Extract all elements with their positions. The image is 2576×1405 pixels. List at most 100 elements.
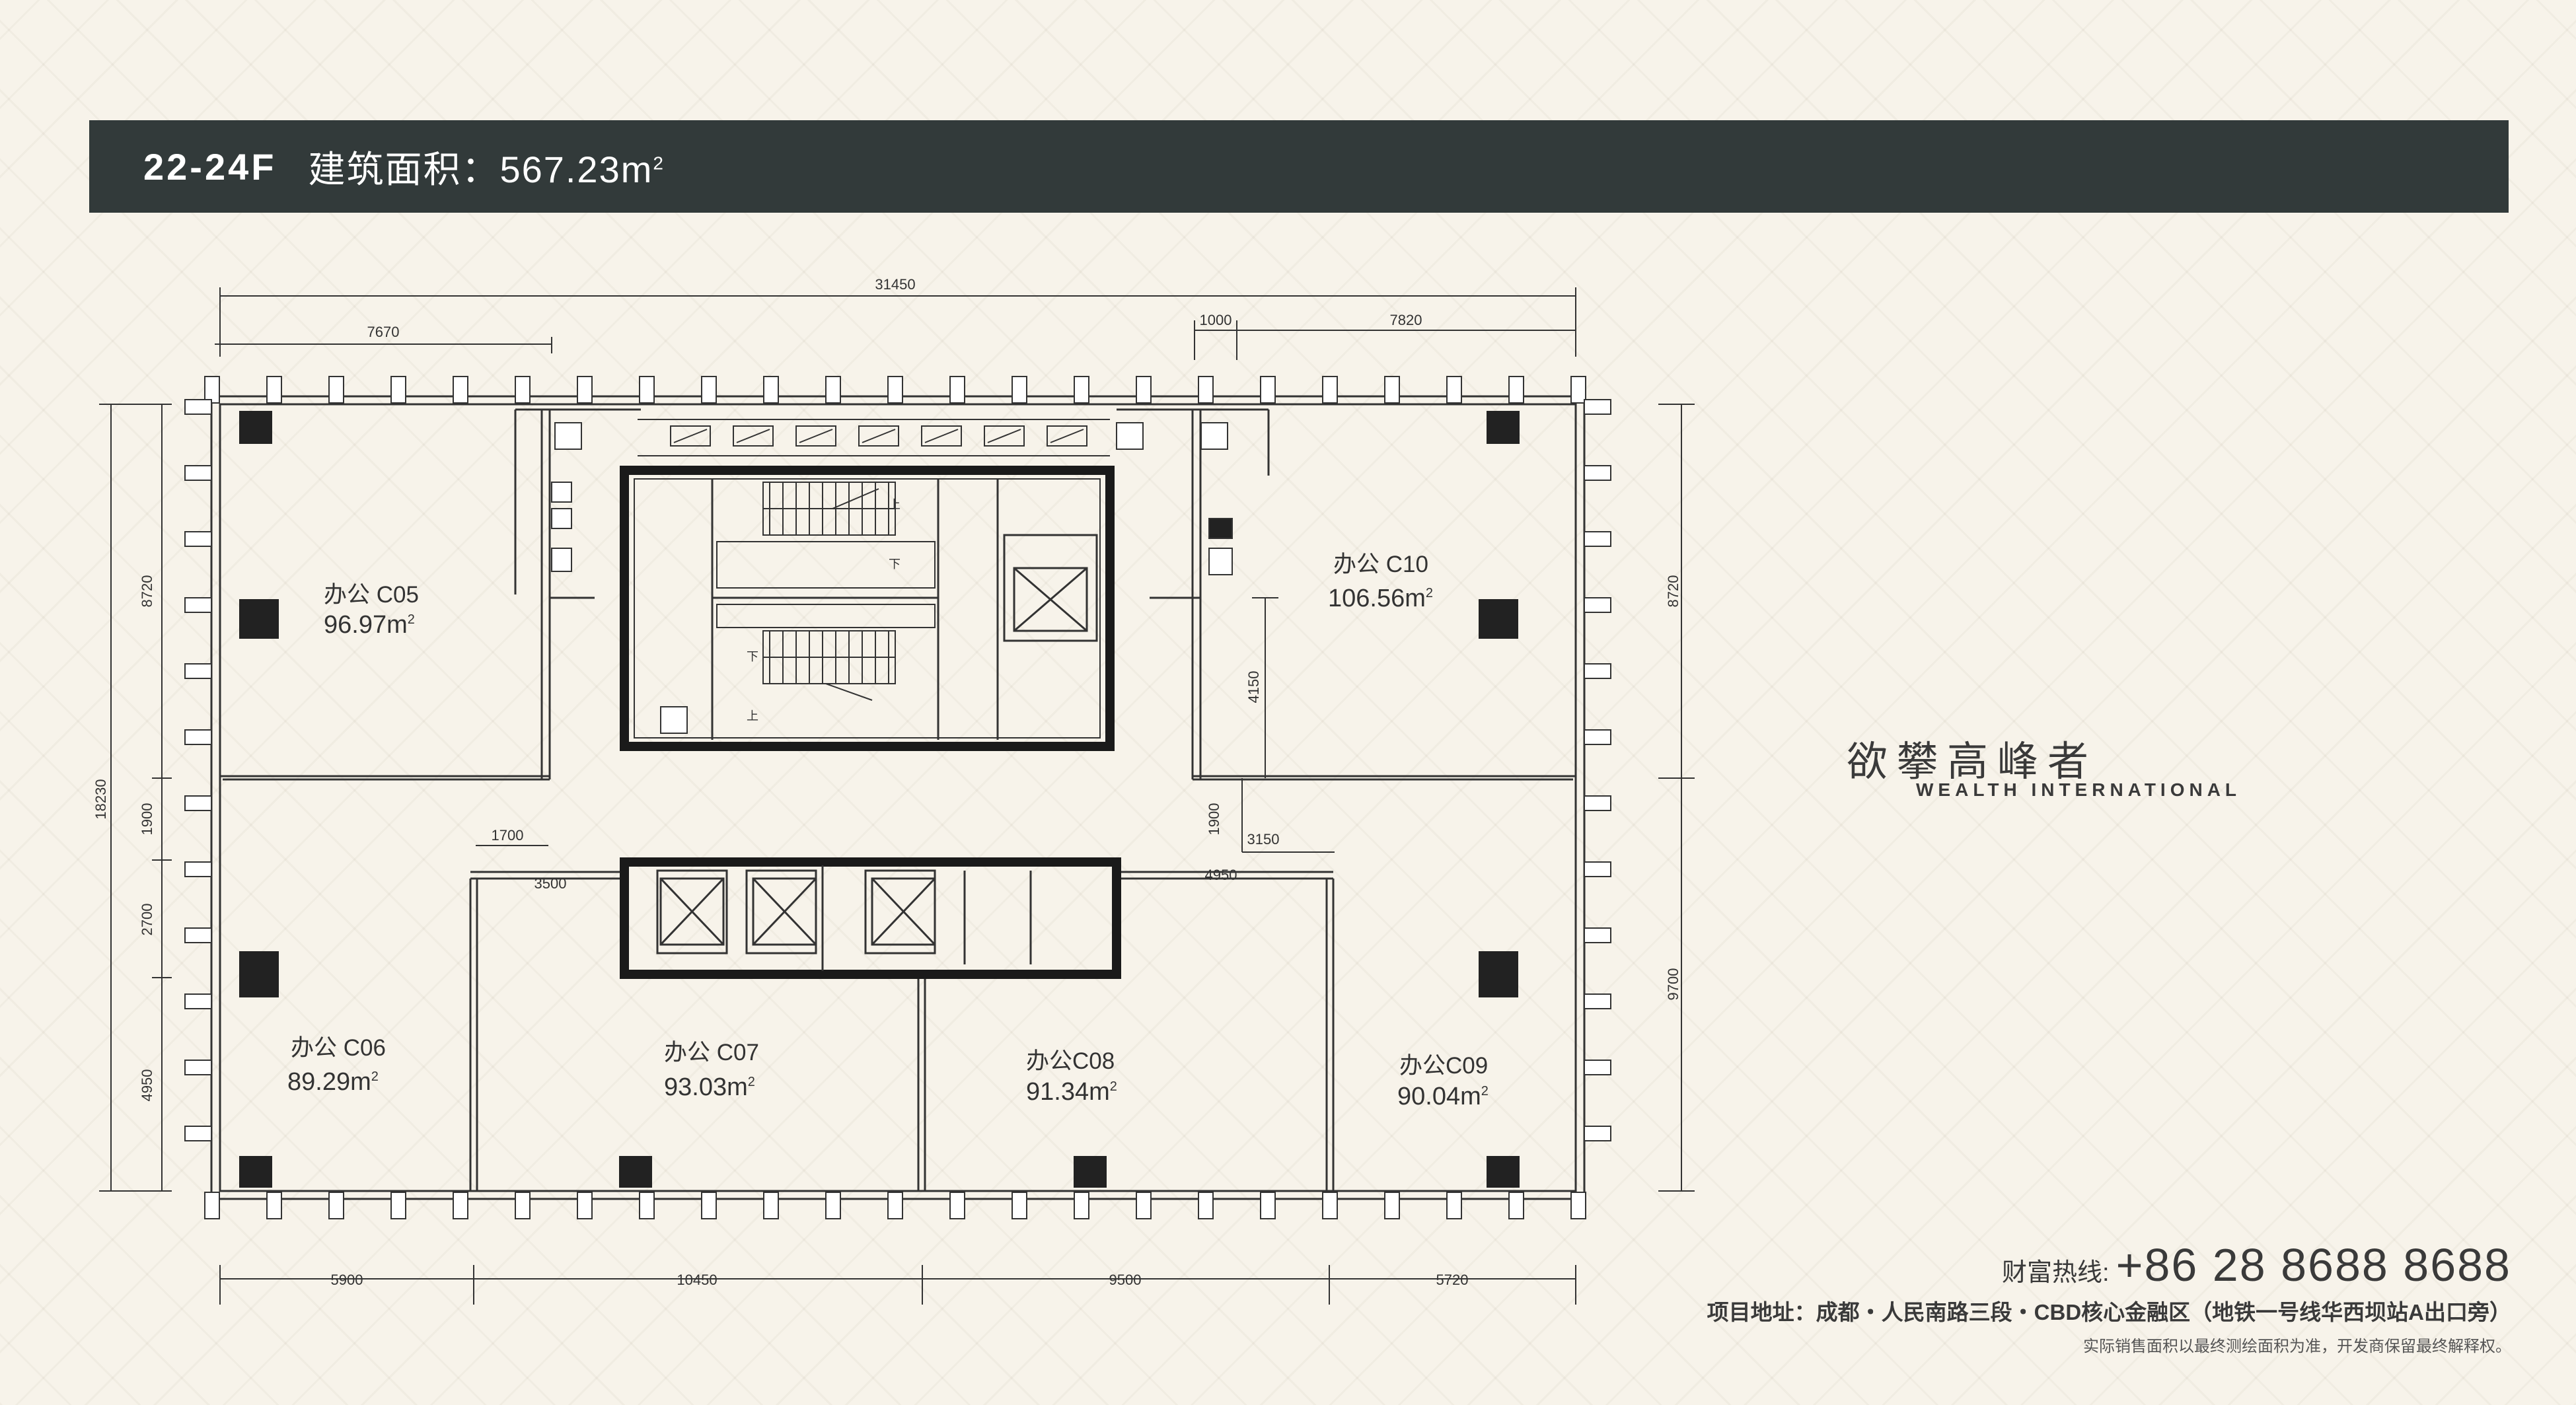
mullion bbox=[453, 376, 468, 404]
dim-inner-4950: 4950 bbox=[1205, 867, 1237, 883]
dim-bottom-4: 5720 bbox=[1436, 1272, 1469, 1288]
core: 上 下 下 上 bbox=[551, 419, 1233, 979]
mullion bbox=[1446, 1192, 1462, 1219]
partitions bbox=[220, 408, 1576, 1191]
mullion bbox=[390, 376, 406, 404]
dim-inner-1900: 1900 bbox=[1206, 803, 1222, 836]
mullion bbox=[184, 663, 212, 679]
room-c10-name: 办公 C10 bbox=[1333, 552, 1428, 577]
mullion bbox=[1584, 399, 1611, 415]
outer-walls bbox=[210, 395, 1586, 1200]
mullion bbox=[701, 1192, 717, 1219]
mullion bbox=[184, 993, 212, 1009]
dim-right-upper: 8720 bbox=[1665, 575, 1681, 608]
dim-inner-4150: 4150 bbox=[1245, 671, 1262, 703]
mullion bbox=[453, 1192, 468, 1219]
dim-left-mid-a: 1900 bbox=[139, 803, 155, 836]
floor-label: 22-24F bbox=[143, 145, 277, 188]
room-c05-area: 96.97m2 bbox=[324, 611, 415, 639]
project-address: 项目地址：成都・人民南路三段・CBD核心金融区（地铁一号线华西坝站A出口旁） bbox=[1707, 1300, 2511, 1324]
mullion bbox=[1584, 729, 1611, 745]
room-c06-name: 办公 C06 bbox=[291, 1035, 386, 1061]
mullion bbox=[1012, 376, 1027, 404]
mullion bbox=[1074, 1192, 1089, 1219]
dim-bottom-2: 10450 bbox=[677, 1272, 717, 1288]
mullion bbox=[1584, 927, 1611, 943]
mullion bbox=[1584, 1126, 1611, 1141]
dim-top-total: 31450 bbox=[875, 276, 915, 293]
mullion bbox=[184, 465, 212, 481]
mullion bbox=[763, 376, 779, 404]
stair-up-label-2: 上 bbox=[747, 709, 758, 723]
mullion bbox=[1446, 376, 1462, 404]
mullion bbox=[1570, 376, 1586, 404]
mullion bbox=[184, 597, 212, 613]
dimension-lines bbox=[99, 287, 1695, 1305]
passenger-elevators bbox=[656, 865, 1032, 971]
mullion bbox=[639, 376, 655, 404]
room-c06-area: 89.29m2 bbox=[287, 1068, 379, 1096]
mullion bbox=[1198, 376, 1214, 404]
mullion bbox=[1384, 1192, 1400, 1219]
dim-left-lower: 4950 bbox=[139, 1069, 155, 1102]
mullion bbox=[1508, 1192, 1524, 1219]
service-elevator bbox=[1003, 534, 1098, 642]
mullion bbox=[1260, 376, 1276, 404]
mullion bbox=[949, 376, 965, 404]
mullion bbox=[184, 729, 212, 745]
dim-inner-1700: 1700 bbox=[492, 827, 524, 844]
mullion bbox=[184, 927, 212, 943]
dim-top-left: 7670 bbox=[367, 324, 400, 340]
slogan-english: WEALTH INTERNATIONAL bbox=[1916, 779, 2242, 800]
mullion bbox=[204, 1192, 220, 1219]
mullion bbox=[1584, 663, 1611, 679]
area-unit-sup: 2 bbox=[653, 152, 665, 173]
mullion bbox=[1584, 597, 1611, 613]
dim-bottom-1: 5900 bbox=[331, 1272, 363, 1288]
mullion bbox=[266, 1192, 282, 1219]
slogan-chinese: 欲攀高峰者 bbox=[1847, 737, 2098, 785]
mullion bbox=[515, 1192, 531, 1219]
dim-left-mid-b: 2700 bbox=[139, 904, 155, 936]
mullion bbox=[1322, 376, 1338, 404]
mullion bbox=[887, 376, 903, 404]
mullion bbox=[390, 1192, 406, 1219]
mullion bbox=[577, 376, 593, 404]
stair-down-label-2: 下 bbox=[747, 650, 758, 663]
area-value: 567.23m bbox=[499, 148, 653, 190]
dim-right-lower: 9700 bbox=[1665, 968, 1681, 1001]
mullion bbox=[1136, 1192, 1152, 1219]
dim-top-right-b: 7820 bbox=[1390, 312, 1422, 328]
mullion bbox=[1584, 993, 1611, 1009]
mullion bbox=[1012, 1192, 1027, 1219]
mullion bbox=[825, 1192, 841, 1219]
room-c05-name: 办公 C05 bbox=[324, 582, 419, 608]
room-c07-name: 办公 C07 bbox=[664, 1040, 759, 1065]
dim-left-total: 18230 bbox=[92, 779, 109, 819]
dim-inner-3150: 3150 bbox=[1247, 831, 1280, 847]
mullion bbox=[887, 1192, 903, 1219]
mullion bbox=[515, 376, 531, 404]
mullion bbox=[763, 1192, 779, 1219]
stair-up-label: 上 bbox=[889, 498, 901, 511]
hotline: 财富热线: +86 28 8688 8688 bbox=[2002, 1239, 2511, 1291]
mullion bbox=[328, 1192, 344, 1219]
restroom-fixtures bbox=[551, 422, 1233, 734]
room-c07-area: 93.03m2 bbox=[664, 1073, 755, 1101]
mullion bbox=[266, 376, 282, 404]
stair-upper bbox=[716, 482, 936, 589]
disclaimer: 实际销售面积以最终测绘面积为准，开发商保留最终解释权。 bbox=[2083, 1338, 2511, 1355]
dim-left-upper: 8720 bbox=[139, 575, 155, 608]
top-vents bbox=[638, 419, 1110, 456]
mullion bbox=[1584, 795, 1611, 811]
hotline-number[interactable]: +86 28 8688 8688 bbox=[2116, 1239, 2511, 1291]
stair-down-label: 下 bbox=[889, 558, 901, 571]
room-c09-name: 办公C09 bbox=[1399, 1053, 1488, 1079]
mullion bbox=[1508, 376, 1524, 404]
mullion bbox=[639, 1192, 655, 1219]
hotline-label: 财富热线: bbox=[2002, 1259, 2110, 1287]
room-c08-name: 办公C08 bbox=[1026, 1048, 1115, 1074]
dim-top-right-a: 1000 bbox=[1200, 312, 1232, 328]
area-label: 建筑面积： bbox=[308, 148, 500, 190]
